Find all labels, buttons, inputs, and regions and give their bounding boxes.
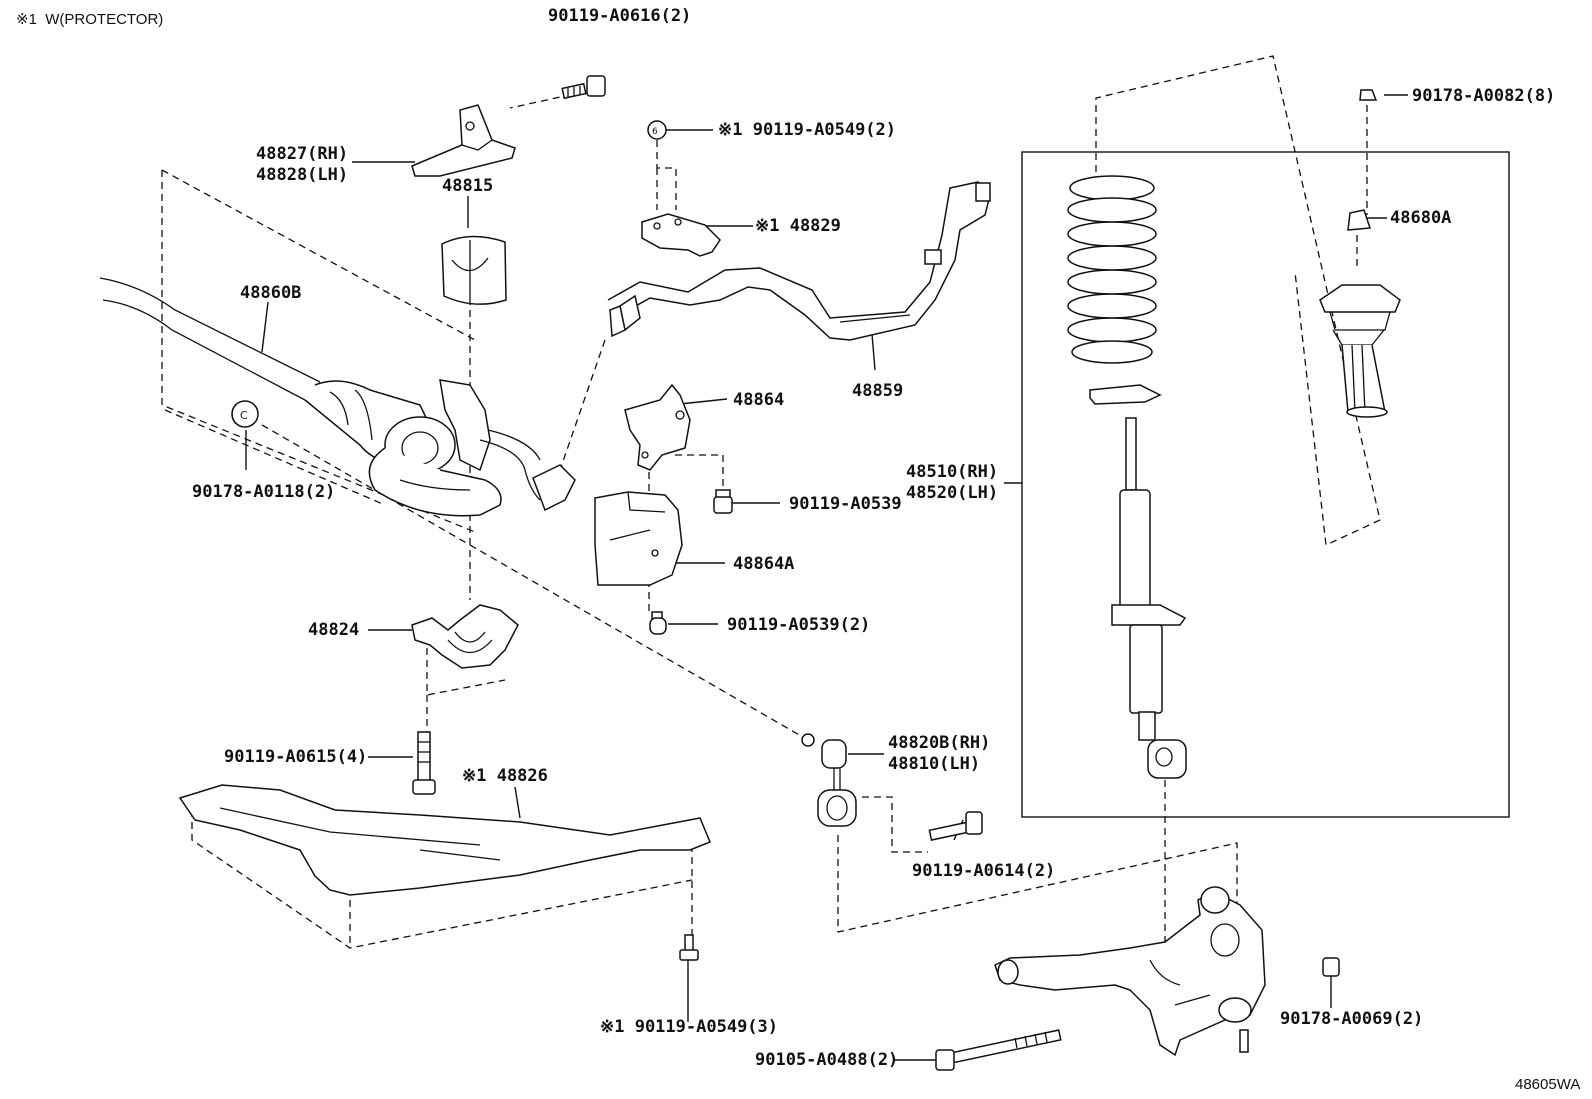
- leader-lines: [245, 94, 1408, 1061]
- strut-assembly-box: [1021, 151, 1510, 818]
- label-90178-A0118[interactable]: 90178-A0118(2): [192, 482, 336, 502]
- harness-48859-icon: [607, 181, 991, 341]
- bolt-90119-A0539-icon: [713, 489, 733, 514]
- stabilizer-bar-48860B-icon: [99, 277, 576, 517]
- label-90119-A0615[interactable]: 90119-A0615(4): [224, 747, 368, 767]
- label-48826[interactable]: ※1 48826: [462, 766, 548, 786]
- nut-90178-A0069-icon: [1322, 957, 1340, 977]
- coil-spring-icon: [1067, 175, 1162, 405]
- under-cover-48826-icon: [178, 784, 711, 896]
- label-90119-A0539-2[interactable]: 90119-A0539(2): [727, 615, 871, 635]
- bolt-90119-A0539-2-icon: [649, 611, 667, 635]
- svg-text:C: C: [240, 409, 248, 422]
- bolt-90105-A0488-icon: [935, 1029, 1062, 1071]
- bolt-90119-A0549-top-icon: 6: [647, 120, 667, 140]
- label-90178-A0082[interactable]: 90178-A0082(8): [1412, 86, 1556, 106]
- label-48510-48520[interactable]: 48510(RH) 48520(LH): [906, 462, 999, 503]
- bracket-48824-icon: [411, 604, 519, 669]
- label-90119-A0549-bottom[interactable]: ※1 90119-A0549(3): [600, 1017, 779, 1037]
- label-90119-A0616[interactable]: 90119-A0616(2): [548, 6, 692, 26]
- label-48860B[interactable]: 48860B: [240, 283, 302, 303]
- shock-absorber-icon: [1111, 417, 1187, 779]
- label-48820B-48810[interactable]: 48820B(RH) 48810(LH): [888, 733, 991, 774]
- label-48680A[interactable]: 48680A: [1390, 208, 1452, 228]
- lower-arm-knuckle-icon: [994, 886, 1266, 1057]
- label-48864A[interactable]: 48864A: [733, 554, 795, 574]
- upper-mount-48680A-icon: [1319, 89, 1401, 418]
- protector-note: ※1 W(PROTECTOR): [16, 11, 164, 28]
- label-48827-48828[interactable]: 48827(RH) 48828(LH): [256, 144, 349, 185]
- bracket-48827-icon: [411, 104, 516, 177]
- bolt-90119-A0615-icon: [412, 731, 436, 795]
- bracket-48864-icon: [624, 383, 691, 471]
- nut-90178-A0118-icon: C: [231, 400, 259, 428]
- label-48824[interactable]: 48824: [308, 620, 360, 640]
- label-48864[interactable]: 48864: [733, 390, 785, 410]
- bushing-48815-icon: [441, 235, 507, 305]
- svg-text:6: 6: [652, 127, 658, 137]
- diagram-code: 48605WA: [1515, 1076, 1581, 1093]
- bolt-90119-A0616-icon: [561, 75, 606, 100]
- bolt-90119-A0614-icon: [928, 811, 983, 841]
- label-90178-A0069[interactable]: 90178-A0069(2): [1280, 1009, 1424, 1029]
- label-48815[interactable]: 48815: [442, 176, 494, 196]
- label-90105-A0488[interactable]: 90105-A0488(2): [755, 1050, 899, 1070]
- label-90119-A0549-top[interactable]: ※1 90119-A0549(2): [718, 120, 897, 140]
- label-90119-A0539[interactable]: 90119-A0539: [789, 494, 902, 514]
- stabilizer-link-48820B-icon: [801, 733, 857, 827]
- label-48859[interactable]: 48859: [852, 381, 904, 401]
- bracket-48829-icon: [641, 213, 721, 257]
- protector-48864A-icon: [594, 491, 683, 586]
- label-48829[interactable]: ※1 48829: [755, 216, 841, 236]
- bolt-90119-A0549-bottom-icon: [679, 934, 699, 961]
- label-90119-A0614[interactable]: 90119-A0614(2): [912, 861, 1056, 881]
